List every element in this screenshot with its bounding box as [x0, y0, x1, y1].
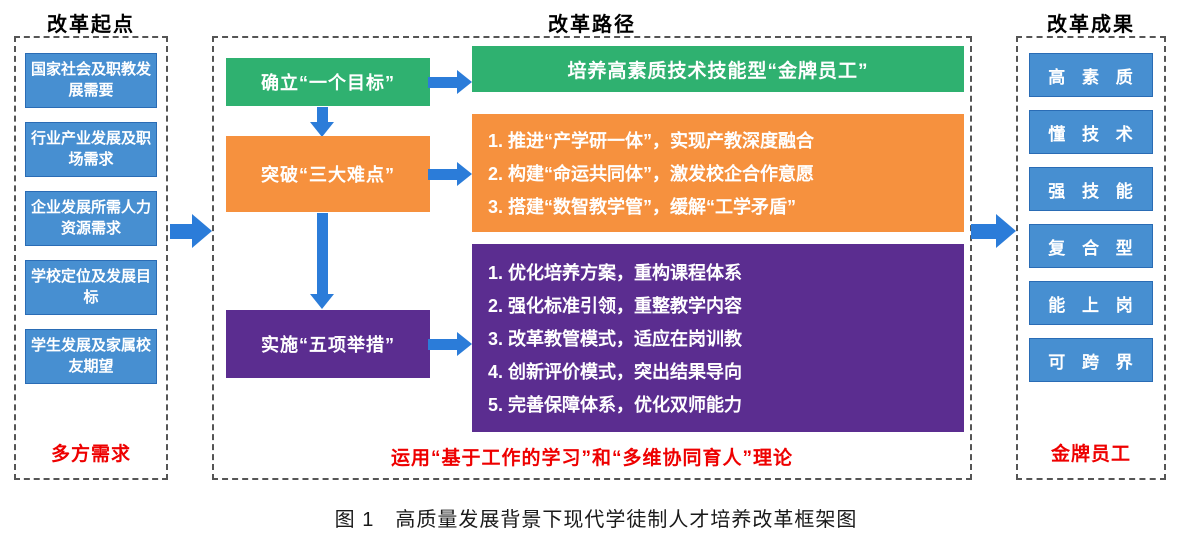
detail-line: 3. 搭建“数智教学管”，缓解“工学矛盾” [488, 197, 797, 217]
arrow-difficulty-to-detail-icon [428, 162, 472, 186]
goal-label-box: 确立“一个目标” [226, 58, 430, 106]
detail-line: 2. 构建“命运共同体”，激发校企合作意愿 [488, 164, 815, 184]
detail-line: 1. 优化培养方案，重构课程体系 [488, 263, 743, 283]
arrow-head [192, 214, 212, 248]
difficulty-label-box: 突破“三大难点” [226, 136, 430, 212]
arrow-shaft [428, 168, 457, 180]
result-item-5: 能 上 岗 [1029, 281, 1153, 325]
result-item-4: 复 合 型 [1029, 224, 1153, 268]
arrow-shaft [316, 213, 328, 294]
origin-item-1: 国家社会及职教发展需要 [25, 53, 157, 108]
arrow-head [310, 122, 334, 137]
origin-item-5: 学生发展及家属校友期望 [25, 329, 157, 384]
panel-reform-result: 高 素 质 懂 技 术 强 技 能 复 合 型 能 上 岗 可 跨 界 金牌员工 [1016, 36, 1166, 480]
result-item-6: 可 跨 界 [1029, 338, 1153, 382]
arrow-goal-to-detail-icon [428, 70, 472, 94]
origin-item-3: 企业发展所需人力资源需求 [25, 191, 157, 246]
arrow-difficulty-to-measures-icon [309, 213, 335, 309]
result-item-3: 强 技 能 [1029, 167, 1153, 211]
detail-line: 4. 创新评价模式，突出结果导向 [488, 362, 743, 382]
result-footer-label: 金牌员工 [1050, 444, 1131, 465]
arrow-shaft [170, 223, 192, 239]
goal-detail-box: 培养高素质技术技能型“金牌员工” [472, 46, 964, 92]
arrow-origin-to-path-icon [170, 214, 212, 248]
detail-line: 1. 推进“产学研一体”，实现产教深度融合 [488, 131, 815, 151]
theory-footer-label: 运用“基于工作的学习”和“多维协同育人”理论 [390, 448, 793, 469]
header-reform-path: 改革路径 [548, 14, 636, 36]
arrow-shaft [971, 223, 996, 239]
arrow-path-to-result-icon [971, 214, 1016, 248]
header-reform-result: 改革成果 [1047, 14, 1135, 36]
detail-line: 培养高素质技术技能型“金牌员工” [567, 60, 869, 82]
arrow-measures-to-detail-icon [428, 332, 472, 356]
detail-line: 5. 完善保障体系，优化双师能力 [488, 395, 743, 415]
arrow-goal-to-difficulty-icon [309, 107, 335, 137]
arrow-head [310, 294, 334, 309]
arrow-head [457, 332, 472, 356]
origin-item-2: 行业产业发展及职场需求 [25, 122, 157, 177]
arrow-head [457, 162, 472, 186]
arrow-head [996, 214, 1016, 248]
arrow-shaft [428, 338, 457, 350]
result-item-2: 懂 技 术 [1029, 110, 1153, 154]
origin-item-4: 学校定位及发展目标 [25, 260, 157, 315]
figure-caption: 图 1 高质量发展背景下现代学徒制人才培养改革框架图 [334, 509, 858, 531]
header-reform-origin: 改革起点 [47, 14, 135, 36]
measures-label-box: 实施“五项举措” [226, 310, 430, 378]
detail-line: 2. 强化标准引领，重整教学内容 [488, 296, 743, 316]
origin-footer-label: 多方需求 [50, 444, 131, 465]
panel-reform-origin: 国家社会及职教发展需要 行业产业发展及职场需求 企业发展所需人力资源需求 学校定… [14, 36, 168, 480]
arrow-shaft [428, 76, 457, 88]
measures-detail-box: 1. 优化培养方案，重构课程体系 2. 强化标准引领，重整教学内容 3. 改革教… [472, 244, 964, 432]
detail-line: 3. 改革教管模式，适应在岗训教 [488, 329, 743, 349]
result-item-1: 高 素 质 [1029, 53, 1153, 97]
arrow-shaft [316, 107, 328, 122]
panel-reform-path: 确立“一个目标” 培养高素质技术技能型“金牌员工” 突破“三大难点” 1. 推进… [212, 36, 972, 480]
arrow-head [457, 70, 472, 94]
difficulty-detail-box: 1. 推进“产学研一体”，实现产教深度融合 2. 构建“命运共同体”，激发校企合… [472, 114, 964, 232]
